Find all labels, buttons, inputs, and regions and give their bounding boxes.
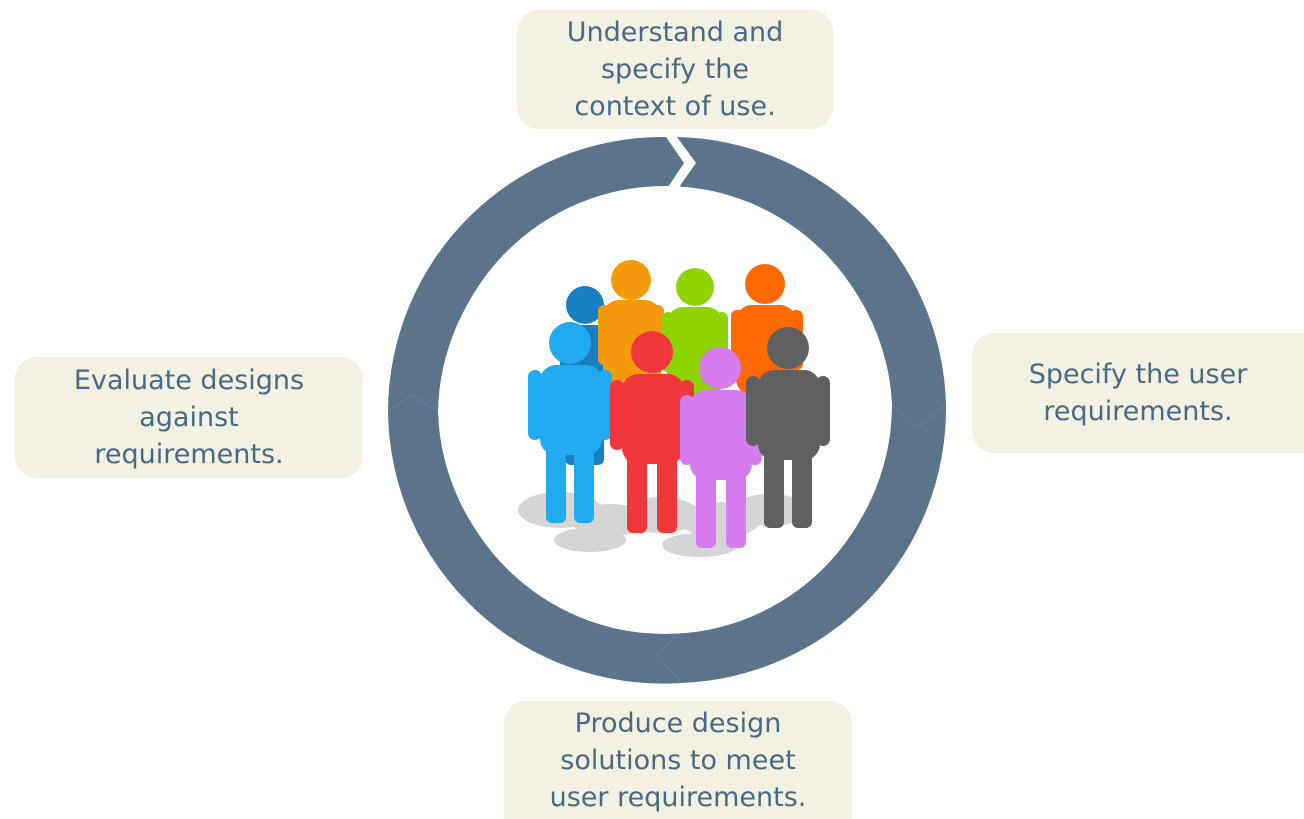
person-gray bbox=[746, 327, 830, 528]
step-user-requirements: Specify the user requirements. bbox=[972, 333, 1304, 453]
cycle-ring bbox=[388, 136, 947, 684]
step-design-solutions: Produce design solutions to meet user re… bbox=[504, 701, 852, 819]
ring-segment-bottom-left bbox=[388, 394, 681, 684]
ring-segment-bottom-right bbox=[658, 404, 947, 683]
people-group-icon bbox=[518, 260, 830, 557]
step-evaluate-designs: Evaluate designs against requirements. bbox=[15, 357, 363, 478]
person-light-blue bbox=[528, 322, 612, 523]
step-context-of-use: Understand and specify the context of us… bbox=[517, 10, 833, 129]
ring-segment-top-right bbox=[677, 137, 946, 428]
ring-segment-top-left bbox=[388, 136, 684, 413]
